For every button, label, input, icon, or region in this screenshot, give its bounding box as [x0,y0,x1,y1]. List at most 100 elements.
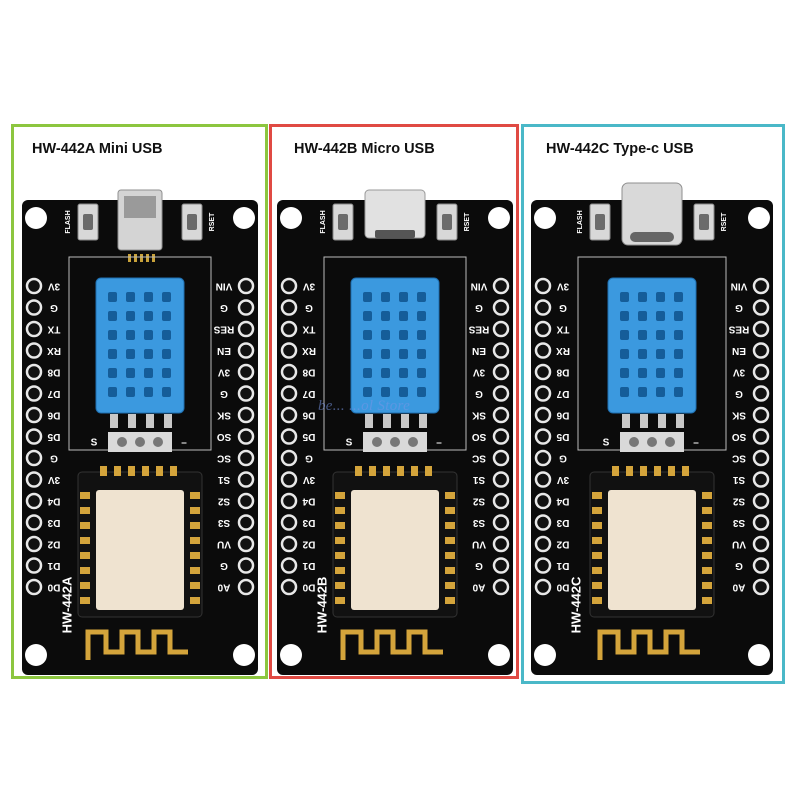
sensor-vent [620,349,629,359]
pin-label-left: D4 [556,495,569,506]
header-pin [647,437,657,447]
sensor-vent [399,368,408,378]
header-hole-left [25,277,43,295]
esp-shield [608,490,696,610]
header-pin [665,437,675,447]
pin-label-left: D3 [556,517,569,528]
pin-label-right: S3 [472,517,485,528]
sensor-vent [399,349,408,359]
esp-pad [80,507,90,514]
sensor-vent [381,311,390,321]
pin-label-left: D6 [302,409,315,420]
header-hole-left [280,535,298,553]
pin-label-right: SK [471,409,486,420]
pin-label-right: A0 [732,581,745,592]
sensor-vent [363,368,372,378]
pin-label-right: G [220,388,228,399]
pin-label-left: D7 [47,388,60,399]
esp-pad [335,492,345,499]
sensor-vent [638,349,647,359]
pin-label-right: S1 [217,474,230,485]
sensor-vent [674,311,683,321]
esp-pad [411,466,418,476]
header-hole-left [25,385,43,402]
sensor-vent [656,387,665,397]
sensor-pin [164,414,172,428]
esp-pad [702,522,712,529]
pin-label-right: A0 [472,581,485,592]
pin-label-right: G [475,388,483,399]
esp-pad [190,522,200,529]
esp-pad [335,597,345,604]
pin-label-right: G [475,302,483,313]
pin-label-left: D2 [302,538,315,549]
esp-pad [355,466,362,476]
pin-label-left: D4 [302,495,315,506]
esp-pad [156,466,163,476]
reset-label: RSET [721,212,728,231]
pin-label-right: SO [732,431,747,442]
pcb-antenna [85,629,188,660]
pin-label-right: G [475,560,483,571]
header-hole-right [237,578,255,596]
header-hole-left [534,320,552,338]
sensor-vent [417,349,426,359]
pin-label-left: 3V [48,280,61,291]
header-hole-right [237,492,255,510]
sensor-vent [144,368,153,378]
esp-pad [190,507,200,514]
header-pin [153,437,163,447]
sensor-vent [381,368,390,378]
esp-pad [369,466,376,476]
button-actuator [699,214,709,230]
header-hole-left [534,299,552,316]
esp-pad [190,567,200,574]
pin-label-left: D0 [302,581,315,592]
sensor-pin [419,414,427,428]
sensor-vent [363,330,372,340]
sensor-vent [620,330,629,340]
dht11-sensor [350,277,440,414]
header-hole-left [25,406,43,424]
header-pin [390,437,400,447]
esp-pad [702,552,712,559]
pin-label-right: EN [472,345,486,356]
sensor-vent [674,349,683,359]
reset-label: RSET [209,212,216,231]
esp-pad [80,582,90,589]
sensor-vent [674,330,683,340]
sensor-vent [399,292,408,302]
header-pin [135,437,145,447]
header-hole-right [752,471,770,488]
esp-pad [190,582,200,589]
header-hole-right [492,428,510,445]
esp-pad [445,552,455,559]
sensor-vent [108,292,117,302]
header-hole-right [237,342,255,359]
esp-pad [592,552,602,559]
pin-label-left: TX [302,323,315,334]
sensor-vent [144,330,153,340]
sensor-vent [126,387,135,397]
esp-shield [96,490,184,610]
header-hole-right [237,320,255,338]
sensor-minus-label: – [693,438,699,449]
esp-pad [335,582,345,589]
button-actuator [83,214,93,230]
usb-port-opening [375,230,415,238]
header-hole-right [752,406,770,424]
sensor-vent [656,292,665,302]
header-hole-right [492,557,510,574]
sensor-vent [381,387,390,397]
sensor-vent [108,330,117,340]
esp-pad [702,492,712,499]
header-hole-right [237,406,255,424]
panel-title: HW-442C Type-c USB [546,141,694,157]
pin-label-left: 3V [557,280,570,291]
header-hole-left [534,363,552,381]
pin-label-right: SK [731,409,746,420]
button-actuator [442,214,452,230]
header-pin [629,437,639,447]
sensor-vent [108,311,117,321]
esp-pad [80,522,90,529]
